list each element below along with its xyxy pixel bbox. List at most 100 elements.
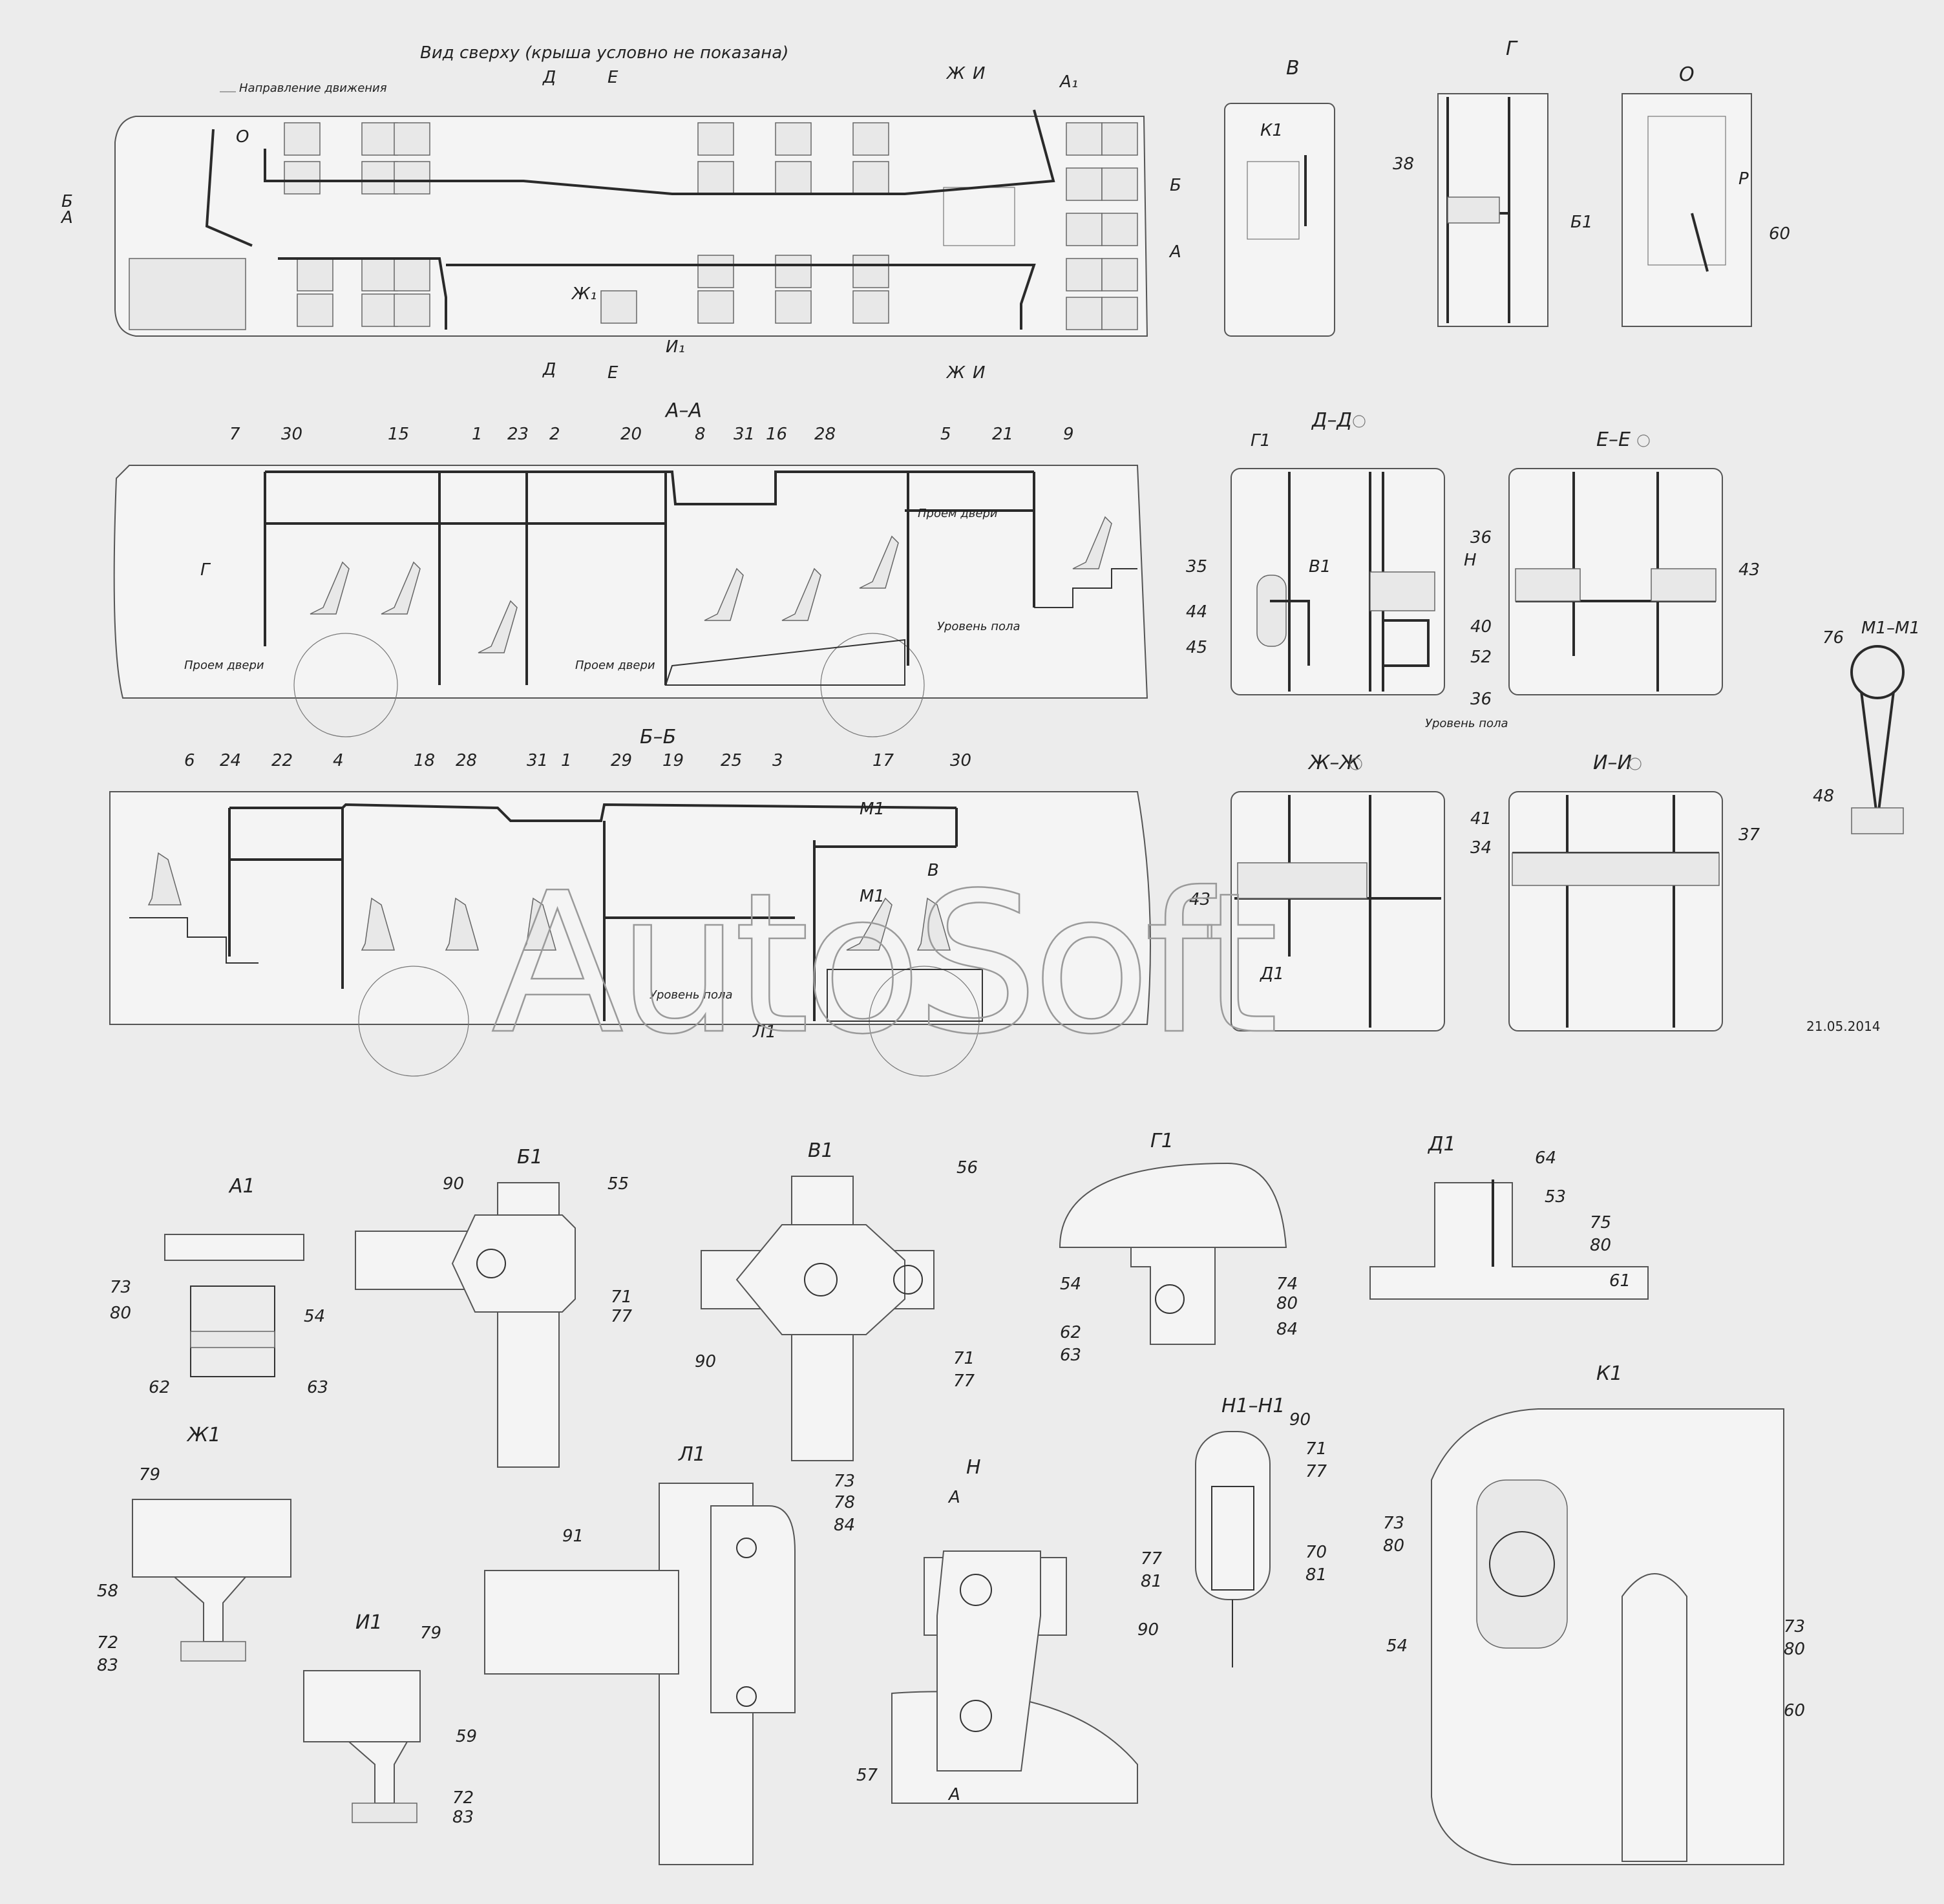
view-o: О Р 60	[1622, 63, 1790, 327]
svg-text:Д–Д: Д–Д	[1311, 409, 1352, 432]
svg-text:Б: Б	[1170, 176, 1181, 195]
svg-text:90: 90	[443, 1174, 464, 1194]
svg-text:80: 80	[1383, 1536, 1404, 1556]
svg-text:Е–Е: Е–Е	[1596, 428, 1631, 451]
svg-text:63: 63	[307, 1378, 328, 1397]
top-seats	[284, 122, 1138, 330]
direction-label: Направление движения	[239, 81, 387, 95]
svg-text:37: 37	[1738, 825, 1760, 845]
svg-text:28: 28	[814, 425, 836, 444]
svg-text:Е: Е	[608, 68, 618, 87]
svg-text:18: 18	[414, 751, 435, 770]
svg-text:О: О	[1679, 63, 1695, 86]
section-aa: А–А Г 7 30 15 1 23 2 20 8 31 16 28 5 21	[113, 399, 1148, 737]
svg-text:72: 72	[452, 1788, 474, 1808]
svg-text:22: 22	[271, 751, 293, 770]
svg-text:А₁: А₁	[1059, 72, 1078, 92]
svg-text:Проем двери: Проем двери	[918, 507, 998, 520]
svg-text:29: 29	[611, 751, 632, 770]
svg-text:79: 79	[139, 1465, 160, 1485]
svg-text:Проем двери: Проем двери	[184, 659, 264, 672]
svg-text:Ж1: Ж1	[186, 1424, 220, 1446]
svg-text:М1–М1: М1–М1	[1861, 619, 1920, 638]
svg-text:56: 56	[956, 1158, 978, 1178]
detail-a1: А1 73 80 54 62 63	[110, 1175, 328, 1397]
svg-text:74: 74	[1276, 1275, 1298, 1294]
watermark: AutoSoft	[491, 851, 1275, 1077]
svg-text:Г: Г	[200, 560, 211, 580]
svg-text:31: 31	[734, 425, 755, 444]
svg-text:Л1: Л1	[678, 1443, 706, 1466]
svg-text:М1: М1	[860, 799, 885, 819]
svg-text:Ж–Ж: Ж–Ж	[1307, 752, 1361, 774]
svg-text:30: 30	[950, 751, 971, 770]
svg-text:Уровень пола: Уровень пола	[650, 988, 733, 1002]
svg-text:62: 62	[149, 1378, 170, 1397]
detail-v1: В1 56 90 71 77	[695, 1139, 978, 1461]
svg-text:38: 38	[1393, 154, 1414, 174]
svg-text:Е: Е	[608, 363, 618, 383]
section-bb-numbers: 6 24 22 4 18 28 31 1 29 19 25 3 17 30	[184, 751, 971, 770]
svg-text:Н1–Н1: Н1–Н1	[1221, 1395, 1285, 1417]
svg-text:Б: Б	[61, 192, 73, 211]
section-aa-numbers: 7 30 15 1 23 2 20 8 31 16 28 5 21 9	[229, 425, 1074, 444]
svg-text:77: 77	[1141, 1549, 1163, 1569]
svg-text:80: 80	[110, 1304, 131, 1323]
svg-text:Г1: Г1	[1150, 1130, 1174, 1152]
svg-text:К1: К1	[1596, 1362, 1622, 1385]
svg-text:52: 52	[1470, 648, 1492, 667]
detail-g1: Г1 54 74 80 84 62 63	[1059, 1130, 1298, 1365]
svg-text:60: 60	[1784, 1701, 1805, 1720]
svg-text:30: 30	[281, 425, 302, 444]
svg-text:80: 80	[1784, 1640, 1805, 1659]
svg-text:41: 41	[1470, 809, 1492, 829]
section-zhzh: Ж–Ж 43 Д1	[1189, 752, 1445, 1031]
svg-text:64: 64	[1535, 1148, 1556, 1168]
section-mm: М1–М1 76 48	[1813, 619, 1920, 834]
svg-text:И: И	[973, 363, 985, 383]
svg-text:Уровень пола: Уровень пола	[1425, 717, 1508, 730]
handrail-front-lower	[278, 257, 447, 330]
svg-text:А: А	[1168, 242, 1181, 262]
svg-text:Р: Р	[1738, 169, 1749, 189]
svg-text:72: 72	[97, 1633, 118, 1653]
svg-text:90: 90	[695, 1352, 716, 1371]
svg-text:Б–Б: Б–Б	[640, 726, 676, 748]
svg-text:45: 45	[1186, 638, 1207, 657]
svg-text:Ж: Ж	[946, 64, 966, 83]
svg-text:Проем двери: Проем двери	[575, 659, 655, 672]
view-g: Г 38 Б1	[1393, 37, 1592, 327]
svg-text:54: 54	[304, 1307, 325, 1326]
svg-text:В: В	[1286, 57, 1300, 79]
svg-text:80: 80	[1590, 1236, 1611, 1255]
svg-text:9: 9	[1063, 425, 1074, 444]
svg-text:8: 8	[695, 425, 706, 444]
svg-text:2: 2	[549, 425, 560, 444]
svg-text:А–А: А–А	[664, 399, 702, 422]
svg-text:21: 21	[992, 425, 1013, 444]
svg-text:59: 59	[456, 1727, 477, 1746]
svg-text:53: 53	[1545, 1187, 1566, 1207]
svg-text:В: В	[927, 861, 939, 880]
svg-text:17: 17	[872, 751, 894, 770]
top-view-title: Вид сверху (крыша условно не показана)	[420, 43, 788, 63]
svg-text:В1: В1	[1309, 557, 1331, 576]
svg-text:1: 1	[472, 425, 483, 444]
svg-text:60: 60	[1769, 224, 1790, 244]
detail-zh1: Ж1 79 58 72 83	[97, 1424, 291, 1675]
svg-text:Б1: Б1	[1570, 213, 1592, 232]
svg-text:3: 3	[772, 751, 783, 770]
handrail-lower	[446, 264, 1036, 330]
svg-text:90: 90	[1137, 1620, 1159, 1640]
svg-text:71: 71	[1305, 1439, 1327, 1459]
svg-text:28: 28	[456, 751, 477, 770]
svg-text:54: 54	[1060, 1275, 1081, 1294]
svg-text:73: 73	[110, 1278, 131, 1297]
drawing-date: 21.05.2014	[1806, 1019, 1881, 1034]
svg-text:90: 90	[1289, 1410, 1311, 1430]
svg-text:80: 80	[1276, 1294, 1298, 1313]
svg-text:83: 83	[97, 1656, 118, 1675]
svg-text:77: 77	[611, 1307, 633, 1326]
